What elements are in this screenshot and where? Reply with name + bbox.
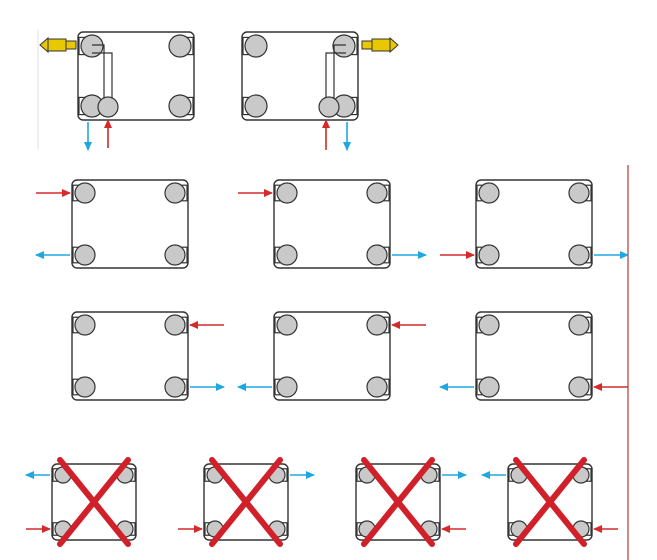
radiator-bottom-supply-left-return-right — [475, 179, 593, 269]
prohibited-cross-icon — [513, 457, 587, 547]
radiator-body — [71, 179, 189, 269]
connector-cap — [366, 376, 388, 398]
connector-cap — [168, 34, 192, 58]
connector-plug — [366, 244, 390, 266]
connector-cap — [164, 376, 186, 398]
connector-cap — [568, 376, 590, 398]
connector-cap — [276, 376, 298, 398]
connector-cap — [164, 314, 186, 336]
prohibited-cross-icon — [209, 457, 283, 547]
connector-plug — [274, 182, 298, 204]
internal-pipe — [92, 44, 113, 100]
connector-plug — [242, 34, 268, 58]
connector-plug — [332, 34, 358, 58]
connector-plug — [274, 314, 298, 336]
connector-plug — [78, 94, 104, 118]
valve-head — [47, 38, 67, 52]
radiator-body — [475, 179, 593, 269]
connector-plug — [476, 376, 500, 398]
connector-plug — [164, 314, 188, 336]
cross-stroke — [209, 457, 283, 547]
connector-cap — [478, 314, 500, 336]
connector-cap — [478, 376, 500, 398]
internal-pipe — [325, 44, 346, 100]
connector-cap — [276, 182, 298, 204]
connector-cap — [366, 314, 388, 336]
prohibited-cross-icon — [361, 457, 435, 547]
connector-cap — [568, 314, 590, 336]
connector-cap — [478, 244, 500, 266]
connector-cap — [168, 94, 192, 118]
valve-knob — [389, 36, 399, 54]
thermostatic-valve-icon — [361, 36, 399, 54]
cross-stroke — [513, 457, 587, 547]
connector-cap — [318, 96, 340, 118]
connector-plug — [476, 314, 500, 336]
connector-plug — [168, 34, 194, 58]
connector-cap — [366, 182, 388, 204]
valve-head — [371, 38, 391, 52]
radiator-left-side-supply-top-return-bottom — [71, 179, 189, 269]
connector-cap — [366, 244, 388, 266]
connector-plug — [164, 376, 188, 398]
connector-plug — [366, 314, 390, 336]
connector-plug — [568, 376, 592, 398]
connector-cap — [244, 94, 268, 118]
connector-plug — [168, 94, 194, 118]
prohibited-cross-icon — [57, 457, 131, 547]
radiator-diagonal-supply-top-left-return-bottom-right — [273, 179, 391, 269]
connector-cap — [74, 182, 96, 204]
connector-cap — [332, 34, 356, 58]
connector-plug — [366, 376, 390, 398]
connector-plug — [476, 182, 500, 204]
connector-cap — [478, 182, 500, 204]
connector-plug — [476, 244, 500, 266]
radiator-body — [475, 311, 593, 401]
connector-cap — [97, 96, 119, 118]
thermostatic-valve-icon — [39, 36, 77, 54]
connector-plug — [242, 94, 268, 118]
connector-plug — [274, 376, 298, 398]
radiator-bottom-supply-right-return-left — [475, 311, 593, 401]
connector-cap — [244, 34, 268, 58]
connector-plug — [72, 182, 96, 204]
radiator-right-side-supply-top-return-bottom — [71, 311, 189, 401]
cross-stroke — [57, 457, 131, 547]
connector-cap — [74, 376, 96, 398]
connector-cap — [276, 314, 298, 336]
connector-cap — [276, 244, 298, 266]
radiator-diagonal-supply-top-right-return-bottom-left — [273, 311, 391, 401]
connector-plug — [164, 244, 188, 266]
connector-plug — [72, 376, 96, 398]
cross-stroke — [361, 457, 435, 547]
radiator-body — [273, 311, 391, 401]
connector-plug — [568, 244, 592, 266]
connector-plug — [72, 244, 96, 266]
connector-plug — [568, 314, 592, 336]
valve-body — [361, 40, 373, 50]
connector-plug — [568, 182, 592, 204]
connector-cap — [74, 244, 96, 266]
connector-cap — [568, 182, 590, 204]
radiator-body — [71, 311, 189, 401]
connector-plug — [366, 182, 390, 204]
connector-cap — [74, 314, 96, 336]
radiator-body — [273, 179, 391, 269]
connector-plug — [164, 182, 188, 204]
connector-plug — [274, 244, 298, 266]
diagram-layer — [25, 31, 629, 547]
connector-cap — [164, 244, 186, 266]
connector-cap — [80, 34, 104, 58]
connector-cap — [164, 182, 186, 204]
valve-body — [65, 40, 77, 50]
connector-cap — [568, 244, 590, 266]
connector-plug — [78, 34, 104, 58]
connector-plug — [72, 314, 96, 336]
